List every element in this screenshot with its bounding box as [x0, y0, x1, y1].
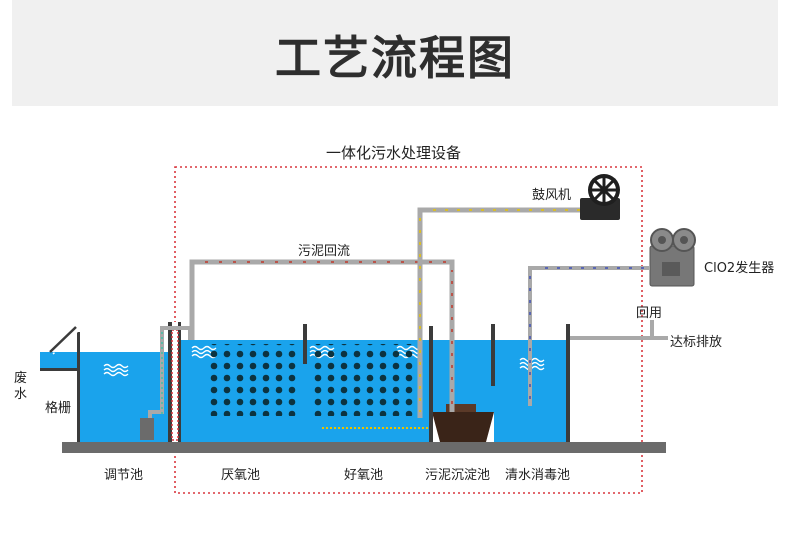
- equipment-frame: [174, 166, 643, 494]
- wall-right: [566, 324, 570, 442]
- disinfect-pool-label: 清水消毒池: [505, 468, 571, 483]
- page-title: 工艺流程图: [275, 31, 515, 85]
- divider-anoxic-aerobic: [303, 324, 307, 364]
- blower-label: 鼓风机: [532, 188, 572, 203]
- blower-icon: [580, 174, 620, 220]
- sludge-return-pipe: [189, 259, 455, 412]
- clo2-generator-label: ClO2发生器: [704, 261, 775, 276]
- wall-adjust-right: [168, 322, 172, 442]
- adjust-pool-label: 调节池: [104, 468, 144, 483]
- discharge-label: 达标排放: [670, 335, 723, 350]
- grille: [49, 326, 77, 353]
- anoxic-bubbles: [205, 344, 296, 416]
- wall-left: [77, 332, 80, 442]
- ground-base: [62, 442, 666, 453]
- aerobic-pool-label: 好氧池: [344, 468, 384, 483]
- wall-anoxic-left: [178, 322, 181, 442]
- divider-sediment-disinfect: [491, 324, 495, 386]
- sediment-pool-label: 污泥沉淀池: [425, 468, 491, 483]
- inlet-channel-water: [40, 352, 80, 370]
- sediment-pool-water: [432, 340, 494, 412]
- lift-pump: [140, 418, 154, 440]
- sludge-return-label: 污泥回流: [298, 244, 351, 259]
- divider-aerobic-sediment: [429, 326, 433, 442]
- clo2-generator-icon: [649, 228, 696, 287]
- anoxic-pool-label: 厌氧池: [221, 468, 261, 483]
- adjust-pool-water: [80, 352, 168, 442]
- wastewater-label: 废水: [14, 371, 28, 402]
- equipment-title: 一体化污水处理设备: [326, 144, 462, 162]
- reuse-label: 回用: [636, 306, 663, 321]
- grille-label: 格栅: [45, 401, 72, 416]
- sediment-hopper: [432, 412, 494, 442]
- header-banner: 工艺流程图: [12, 0, 778, 106]
- aerobic-bubbles: [314, 344, 419, 416]
